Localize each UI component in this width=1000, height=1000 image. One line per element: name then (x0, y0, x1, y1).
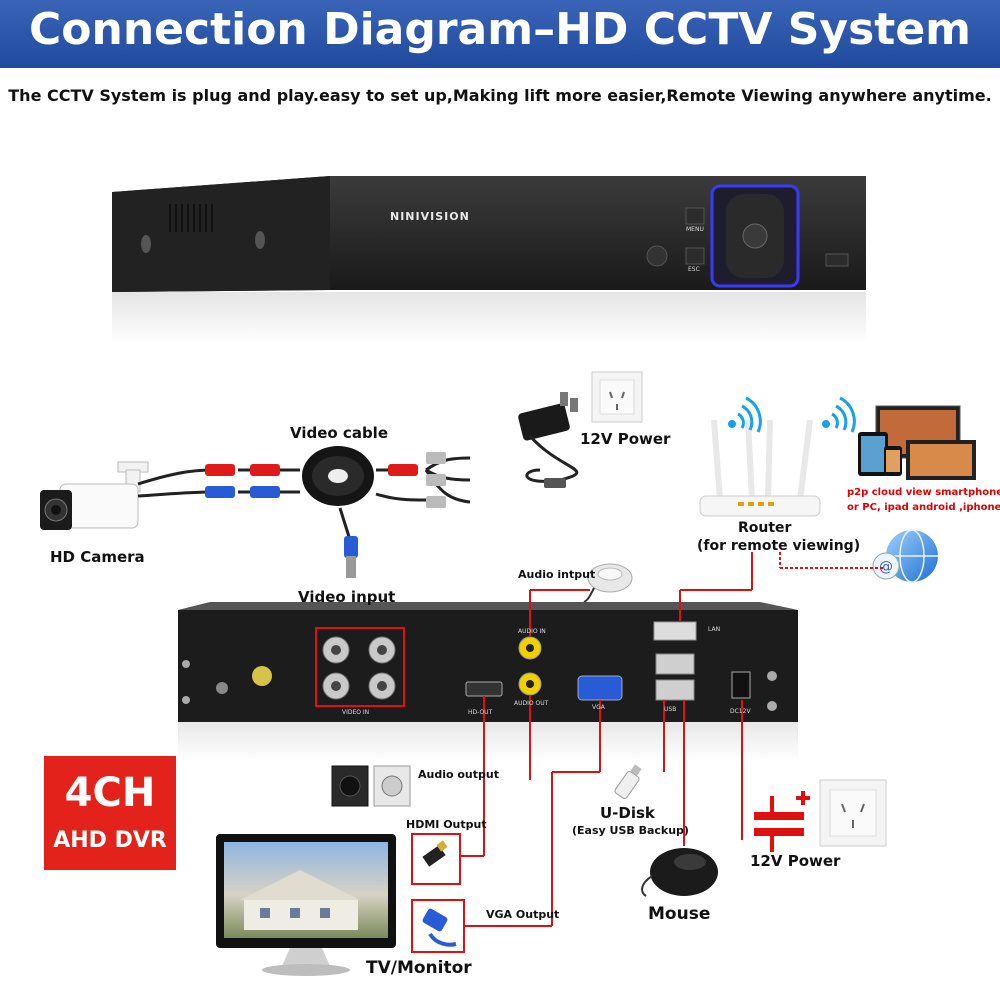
badge-channel-count: 4CH (64, 770, 156, 816)
tv-monitor-image (216, 834, 396, 976)
vga-output-label: VGA Output (486, 908, 560, 921)
hdmi-cable-image (411, 833, 461, 885)
dvr-rear-unit (178, 602, 798, 762)
udisk-label: U-Disk (600, 804, 655, 822)
connection-wires (460, 552, 884, 927)
hd-camera-image (40, 461, 149, 530)
port-hd-out-label: HD-OUT (468, 709, 493, 716)
port-lan-label: LAN (708, 626, 721, 633)
wall-socket-top (591, 371, 643, 423)
dvr-brand-logo: NINIVISION (390, 210, 470, 223)
svg-text:@: @ (879, 559, 893, 575)
mouse-label: Mouse (648, 904, 711, 924)
p2p-line2-label: or PC, ipad android ,iphone. (847, 502, 1000, 513)
microphone-image (583, 563, 633, 603)
audio-output-label: Audio output (418, 768, 499, 781)
wifi-icon-right (822, 396, 856, 433)
hdmi-output-label: HDMI Output (406, 818, 487, 831)
speakers-image (331, 765, 411, 807)
port-dc12v-label: DC12V (730, 708, 751, 715)
router-image (699, 419, 821, 517)
video-cable-image (137, 446, 471, 578)
router-label: Router (738, 520, 792, 536)
header-banner: Connection Diagram–HD CCTV System (0, 0, 1000, 68)
audio-input-label: Audio intput (518, 568, 596, 581)
port-vga-label: VGA (592, 704, 605, 711)
remote-devices-image (858, 405, 976, 480)
power-adapter-image (518, 392, 579, 488)
p2p-line1-label: p2p cloud view smartphone (847, 487, 1000, 498)
menu-button-label: MENU (686, 226, 704, 233)
power-bottom-label: 12V Power (750, 852, 841, 870)
mouse-image (641, 848, 718, 897)
router-note-label: (for remote viewing) (697, 538, 861, 554)
wifi-icon-left (728, 396, 762, 433)
udisk-image (614, 764, 642, 799)
port-audio-out-label: AUDIO OUT (514, 700, 549, 707)
video-input-label: Video input (298, 588, 396, 606)
hd-camera-label: HD Camera (50, 548, 145, 566)
dvr-front-unit (112, 176, 866, 344)
port-audio-in-label: AUDIO IN (518, 628, 546, 635)
port-video-in-label: VIDEO IN (342, 709, 370, 716)
tv-monitor-label: TV/Monitor (366, 958, 472, 978)
esc-button-label: ESC (688, 266, 700, 273)
vga-cable-image (411, 899, 465, 953)
port-usb-label: USB (664, 706, 677, 713)
video-cable-label: Video cable (290, 424, 388, 442)
page-subtitle: The CCTV System is plug and play.easy to… (8, 86, 992, 105)
power-symbol-icon (754, 791, 810, 852)
product-badge: 4CH AHD DVR (44, 756, 176, 870)
page-title: Connection Diagram–HD CCTV System (28, 4, 972, 55)
wall-socket-bottom (819, 779, 887, 847)
power-top-label: 12V Power (580, 430, 671, 448)
internet-globe-icon: @ (872, 529, 938, 583)
udisk-note-label: (Easy USB Backup) (572, 824, 689, 837)
badge-product-type: AHD DVR (53, 828, 167, 853)
